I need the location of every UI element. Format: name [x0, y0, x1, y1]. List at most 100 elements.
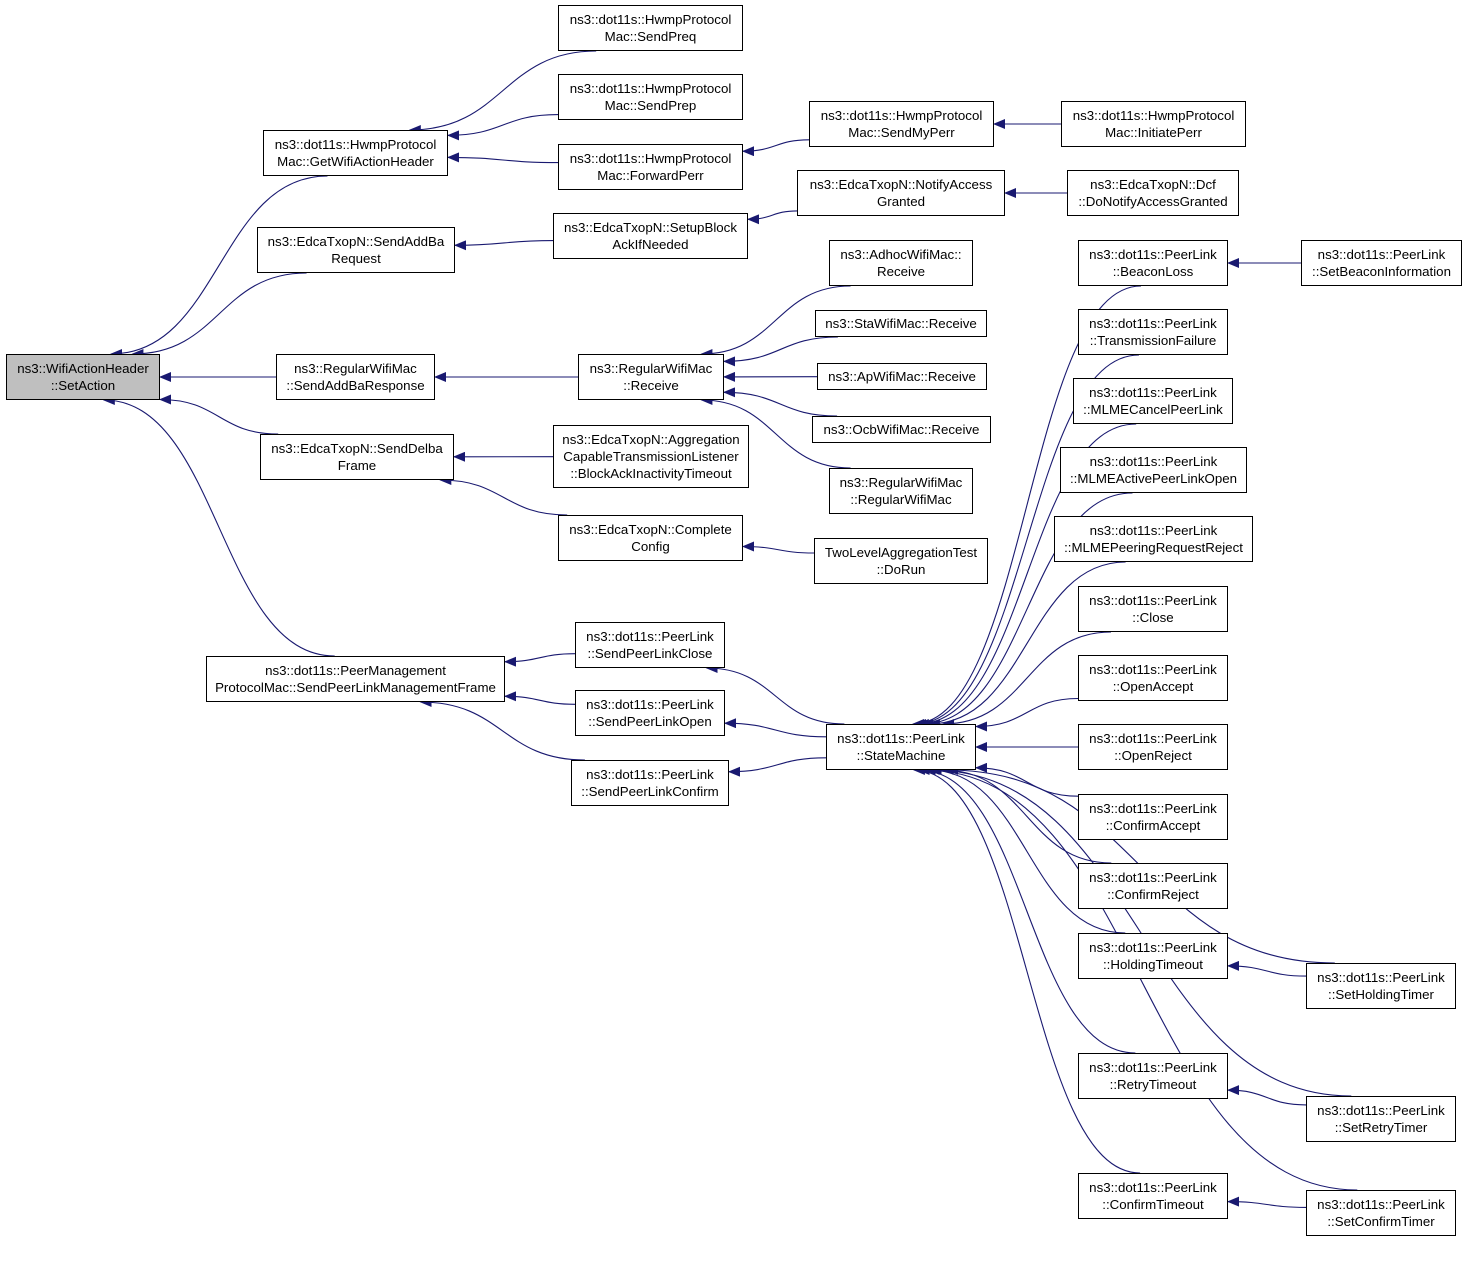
node-peerlink-close[interactable]: ns3::dot11s::PeerLink ::Close: [1078, 586, 1228, 632]
node-twolevelaggregationtest-dorun[interactable]: TwoLevelAggregationTest ::DoRun: [814, 538, 988, 584]
node-peerlink-setconfirmtimer[interactable]: ns3::dot11s::PeerLink ::SetConfirmTimer: [1306, 1190, 1456, 1236]
node-peerlink-retrytimeout[interactable]: ns3::dot11s::PeerLink ::RetryTimeout: [1078, 1053, 1228, 1099]
node-peerlink-sendpeerlinkopen[interactable]: ns3::dot11s::PeerLink ::SendPeerLinkOpen: [575, 690, 725, 736]
node-peerlink-sendpeerlinkclose[interactable]: ns3::dot11s::PeerLink ::SendPeerLinkClos…: [575, 622, 725, 668]
node-label-line: ::OpenReject: [1114, 748, 1192, 763]
node-hwmp-initiateperr[interactable]: ns3::dot11s::HwmpProtocol Mac::InitiateP…: [1061, 101, 1246, 147]
node-hwmp-sendprep[interactable]: ns3::dot11s::HwmpProtocol Mac::SendPrep: [558, 74, 743, 120]
node-label-line: ns3::ApWifiMac::Receive: [828, 369, 976, 384]
node-stawifimac-receive[interactable]: ns3::StaWifiMac::Receive: [815, 310, 987, 337]
call-edge-confirmaccept-to-statemachine: [975, 762, 1079, 797]
node-label-line: ::SetRetryTimer: [1334, 1120, 1428, 1135]
node-peermanagement-sendpeerlinkmanagementframe[interactable]: ns3::dot11s::PeerManagement ProtocolMac:…: [206, 656, 505, 702]
node-label-line: ns3::EdcaTxopN::SendAddBa: [267, 234, 445, 249]
node-regularwifimac-receive[interactable]: ns3::RegularWifiMac ::Receive: [578, 354, 724, 400]
node-peerlink-statemachine[interactable]: ns3::dot11s::PeerLink ::StateMachine: [826, 724, 976, 770]
node-peerlink-beaconloss[interactable]: ns3::dot11s::PeerLink ::BeaconLoss: [1078, 240, 1228, 286]
node-label-line: ::MLMECancelPeerLink: [1083, 402, 1223, 417]
node-peerlink-sendpeerlinkconfirm[interactable]: ns3::dot11s::PeerLink ::SendPeerLinkConf…: [571, 760, 729, 806]
node-label-line: ::SendPeerLinkClose: [587, 646, 713, 661]
node-peerlink-mlmepeeringrequestreject[interactable]: ns3::dot11s::PeerLink ::MLMEPeeringReque…: [1054, 516, 1253, 562]
node-label-line: TwoLevelAggregationTest: [824, 545, 978, 560]
node-peerlink-setretrytimer[interactable]: ns3::dot11s::PeerLink ::SetRetryTimer: [1306, 1096, 1456, 1142]
node-label-line: ns3::dot11s::PeerLink: [586, 629, 714, 644]
node-peerlink-holdingtimeout[interactable]: ns3::dot11s::PeerLink ::HoldingTimeout: [1078, 933, 1228, 979]
node-edca-senddelbaframe[interactable]: ns3::EdcaTxopN::SendDelba Frame: [260, 434, 454, 480]
node-peerlink-openaccept[interactable]: ns3::dot11s::PeerLink ::OpenAccept: [1078, 655, 1228, 701]
node-peerlink-setbeaconinformation[interactable]: ns3::dot11s::PeerLink ::SetBeaconInforma…: [1301, 240, 1462, 286]
node-label-line: ns3::WifiActionHeader: [17, 361, 149, 376]
call-edge-holdingtimeout-to-statemachine: [927, 765, 1126, 934]
node-label-line: ::DoNotifyAccessGranted: [1078, 194, 1228, 209]
node-label-line: ::SendPeerLinkConfirm: [581, 784, 719, 799]
node-edca-setupblockackifneeded[interactable]: ns3::EdcaTxopN::SetupBlock AckIfNeeded: [553, 213, 748, 259]
node-regularwifimac-constructor[interactable]: ns3::RegularWifiMac ::RegularWifiMac: [829, 468, 973, 514]
node-label-line: ::Receive: [623, 378, 679, 393]
node-label-line: AckIfNeeded: [612, 237, 689, 252]
node-label-line: ::SetBeaconInformation: [1312, 264, 1451, 279]
call-edge-stareceive-to-regularreceive: [723, 336, 838, 367]
node-label-line: ::BlockAckInactivityTimeout: [570, 466, 732, 481]
node-regularwifimac-sendaddbaresponse[interactable]: ns3::RegularWifiMac ::SendAddBaResponse: [276, 354, 435, 400]
call-edge-mlmeactiveopen-to-statemachine: [921, 492, 1133, 729]
call-edge-sendpeerlinkopen-to-sendpeerlinkmgmt: [504, 691, 576, 705]
node-label-line: ns3::dot11s::HwmpProtocol: [569, 81, 732, 96]
node-peerlink-transmissionfailure[interactable]: ns3::dot11s::PeerLink ::TransmissionFail…: [1078, 309, 1228, 355]
node-label-line: ns3::EdcaTxopN::SendDelba: [271, 441, 443, 456]
call-edge-setretrytimer-to-retrytimeout: [1227, 1085, 1307, 1106]
node-label-line: ::HoldingTimeout: [1102, 957, 1204, 972]
node-peerlink-mlmeactivepeerlinkopen[interactable]: ns3::dot11s::PeerLink ::MLMEActivePeerLi…: [1060, 447, 1247, 493]
node-label-line: ns3::dot11s::HwmpProtocol: [274, 137, 437, 152]
node-peerlink-openreject[interactable]: ns3::dot11s::PeerLink ::OpenReject: [1078, 724, 1228, 770]
node-label-line: CapableTransmissionListener: [563, 449, 739, 464]
node-label-line: ::BeaconLoss: [1112, 264, 1194, 279]
node-peerlink-setholdingtimer[interactable]: ns3::dot11s::PeerLink ::SetHoldingTimer: [1306, 963, 1456, 1009]
node-label-line: Mac::SendPrep: [604, 98, 697, 113]
node-edca-completeconfig[interactable]: ns3::EdcaTxopN::Complete Config: [558, 515, 743, 561]
node-label-line: ns3::dot11s::PeerLink: [1317, 1197, 1445, 1212]
call-edge-setconfirmtimer-to-statemachine: [923, 765, 1358, 1191]
call-edge-senddelbaframe-to-setaction: [159, 394, 279, 435]
node-adhocwifimac-receive[interactable]: ns3::AdhocWifiMac:: Receive: [829, 240, 973, 286]
node-label-line: ns3::dot11s::PeerLink: [1317, 970, 1445, 985]
node-label-line: ns3::dot11s::PeerLink: [586, 767, 714, 782]
node-label-line: ns3::dot11s::HwmpProtocol: [1072, 108, 1235, 123]
node-apwifimac-receive[interactable]: ns3::ApWifiMac::Receive: [817, 363, 987, 390]
node-peerlink-confirmreject[interactable]: ns3::dot11s::PeerLink ::ConfirmReject: [1078, 863, 1228, 909]
call-edge-sendmyperr-to-forwardperr: [742, 139, 810, 157]
node-wifiactionheader-setaction: ns3::WifiActionHeader ::SetAction: [6, 354, 160, 400]
node-hwmp-sendmyperr[interactable]: ns3::dot11s::HwmpProtocol Mac::SendMyPer…: [809, 101, 994, 147]
node-hwmp-getwifiactionheader[interactable]: ns3::dot11s::HwmpProtocol Mac::GetWifiAc…: [263, 130, 448, 176]
node-peerlink-mlmecancelpeerlink[interactable]: ns3::dot11s::PeerLink ::MLMECancelPeerLi…: [1073, 378, 1233, 424]
node-peerlink-confirmtimeout[interactable]: ns3::dot11s::PeerLink ::ConfirmTimeout: [1078, 1173, 1228, 1219]
node-label-line: ns3::AdhocWifiMac::: [840, 247, 962, 262]
node-edca-notifyaccessgranted[interactable]: ns3::EdcaTxopN::NotifyAccess Granted: [797, 170, 1005, 216]
call-edge-forwardperr-to-getwifiactionheader: [447, 152, 559, 164]
node-label-line: ns3::RegularWifiMac: [589, 361, 713, 376]
node-hwmp-sendpreq[interactable]: ns3::dot11s::HwmpProtocol Mac::SendPreq: [558, 5, 743, 51]
node-label-line: ::MLMEActivePeerLinkOpen: [1069, 471, 1238, 486]
node-label-line: Frame: [337, 458, 377, 473]
node-ocbwifimac-receive[interactable]: ns3::OcbWifiMac::Receive: [812, 416, 991, 443]
call-edge-setupblockack-to-sendaddbarequest: [454, 240, 554, 251]
call-edge-retrytimeout-to-statemachine: [917, 765, 1136, 1054]
node-label-line: ns3::dot11s::PeerManagement: [265, 663, 446, 678]
node-label-line: ns3::dot11s::HwmpProtocol: [569, 151, 732, 166]
node-label-line: ns3::EdcaTxopN::NotifyAccess: [809, 177, 993, 192]
node-edca-blockackinactivitytimeout[interactable]: ns3::EdcaTxopN::Aggregation CapableTrans…: [553, 425, 749, 488]
call-edge-sendpeerlinkconfirm-to-sendpeerlinkmgmt: [419, 697, 585, 761]
node-hwmp-forwardperr[interactable]: ns3::dot11s::HwmpProtocol Mac::ForwardPe…: [558, 144, 743, 190]
node-label-line: ::RegularWifiMac: [850, 492, 952, 507]
node-peerlink-confirmaccept[interactable]: ns3::dot11s::PeerLink ::ConfirmAccept: [1078, 794, 1228, 840]
node-label-line: ns3::dot11s::PeerLink: [1089, 454, 1218, 469]
node-label-line: ns3::dot11s::PeerLink: [586, 697, 714, 712]
node-edca-sendaddbarequest[interactable]: ns3::EdcaTxopN::SendAddBa Request: [257, 227, 455, 273]
node-label-line: Mac::GetWifiActionHeader: [277, 154, 434, 169]
node-label-line: ns3::RegularWifiMac: [294, 361, 417, 376]
node-edca-dcf-donotifyaccessgranted[interactable]: ns3::EdcaTxopN::Dcf ::DoNotifyAccessGran…: [1067, 170, 1239, 216]
call-edge-close-to-statemachine: [942, 631, 1112, 729]
node-label-line: ns3::OcbWifiMac::Receive: [823, 422, 980, 437]
node-label-line: ns3::dot11s::PeerLink: [1089, 870, 1217, 885]
call-edge-sendpeerlinkmgmt-to-setaction: [102, 395, 335, 657]
